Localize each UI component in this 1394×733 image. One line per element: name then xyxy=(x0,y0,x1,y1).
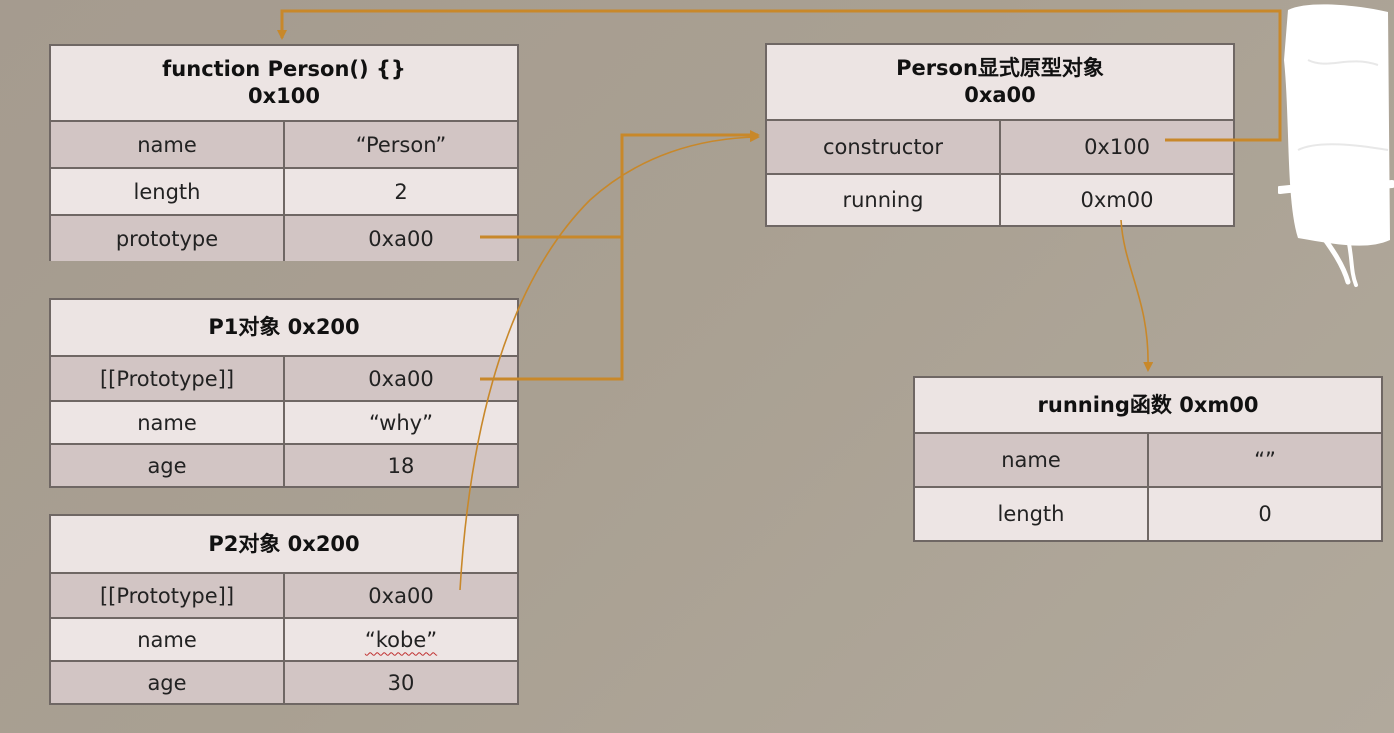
row-key: name xyxy=(51,122,285,167)
running-function-object: running函数 0xm00 name “” length 0 xyxy=(913,376,1383,542)
row-value: 0xa00 xyxy=(368,583,434,608)
row-key: prototype xyxy=(51,216,285,261)
row-value: “why” xyxy=(369,410,433,435)
row-value: “” xyxy=(1254,448,1276,472)
person-function-address: 0x100 xyxy=(248,84,320,108)
p1-object: P1对象 0x200 [[Prototype]] 0xa00 name “why… xyxy=(49,298,519,488)
table-row: [[Prototype]] 0xa00 xyxy=(51,357,517,402)
row-key: running xyxy=(767,175,1001,225)
row-key: [[Prototype]] xyxy=(51,574,285,617)
row-key: name xyxy=(51,619,285,660)
table-row: length 0 xyxy=(915,488,1381,540)
row-key: age xyxy=(51,445,285,486)
p1-title: P1对象 0x200 xyxy=(208,315,360,339)
table-row: constructor 0x100 xyxy=(767,121,1233,175)
p1-prototype-arrow xyxy=(480,237,624,381)
row-value: “kobe” xyxy=(285,619,517,660)
scribble-marks xyxy=(1278,4,1394,287)
person-prototype-object: Person显式原型对象 0xa00 constructor 0x100 run… xyxy=(765,43,1235,227)
row-key: constructor xyxy=(767,121,1001,173)
p2-prototype-arrow xyxy=(459,132,760,591)
prototype-title: Person显式原型对象 xyxy=(896,56,1104,80)
row-value: 0 xyxy=(1258,502,1272,526)
p2-header: P2对象 0x200 xyxy=(51,516,517,574)
row-value: 2 xyxy=(394,179,408,204)
table-row: name “kobe” xyxy=(51,619,517,662)
running-arrow xyxy=(1120,219,1154,372)
table-row: name “Person” xyxy=(51,122,517,169)
person-function-object: function Person() {} 0x100 name “Person”… xyxy=(49,44,519,261)
prototype-header: Person显式原型对象 0xa00 xyxy=(767,45,1233,121)
row-value: 0xa00 xyxy=(368,226,434,251)
table-row: length 2 xyxy=(51,169,517,216)
p2-object: P2对象 0x200 [[Prototype]] 0xa00 name “kob… xyxy=(49,514,519,705)
table-row: age 30 xyxy=(51,662,517,703)
running-title: running函数 0xm00 xyxy=(1037,392,1259,417)
prototype-arrow xyxy=(480,130,760,239)
row-key: length xyxy=(915,488,1149,540)
table-row: age 18 xyxy=(51,445,517,486)
row-value: 30 xyxy=(387,670,415,695)
row-value: 0x100 xyxy=(1084,135,1150,159)
row-value: 0xm00 xyxy=(1080,188,1154,212)
p2-title: P2对象 0x200 xyxy=(208,531,360,556)
table-row: prototype 0xa00 xyxy=(51,216,517,261)
constructor-arrow xyxy=(277,9,1282,142)
p1-header: P1对象 0x200 xyxy=(51,300,517,357)
table-row: name “why” xyxy=(51,402,517,445)
row-key: length xyxy=(51,169,285,214)
running-header: running函数 0xm00 xyxy=(915,378,1381,434)
person-function-title: function Person() {} xyxy=(162,57,406,81)
row-key: name xyxy=(915,434,1149,486)
row-key: [[Prototype]] xyxy=(51,357,285,400)
table-row: name “” xyxy=(915,434,1381,488)
table-row: [[Prototype]] 0xa00 xyxy=(51,574,517,619)
person-function-header: function Person() {} 0x100 xyxy=(51,46,517,122)
kobe-value: “kobe” xyxy=(364,627,438,652)
row-value: 0xa00 xyxy=(368,366,434,391)
row-key: age xyxy=(51,662,285,703)
table-row: running 0xm00 xyxy=(767,175,1233,225)
row-value: “Person” xyxy=(355,132,447,157)
row-value: 18 xyxy=(387,453,415,478)
row-key: name xyxy=(51,402,285,443)
prototype-address: 0xa00 xyxy=(964,83,1036,107)
